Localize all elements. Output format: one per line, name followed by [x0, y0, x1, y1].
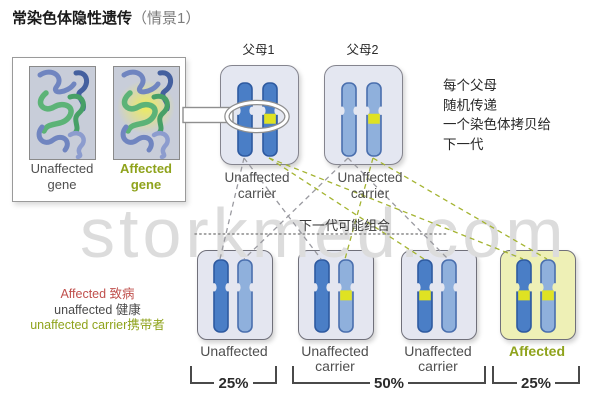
bracket-line [494, 382, 517, 384]
note-line-3: 一个染色体拷贝给 [443, 117, 551, 132]
bracket-line [294, 382, 370, 384]
child1-status-label: Unaffected [186, 344, 282, 359]
legend: Affected 致病 unaffected 健康 unaffected car… [10, 287, 185, 334]
percentage-25-left: 25% [218, 375, 249, 392]
percentage-25-right: 25% [520, 375, 552, 392]
parent1-chromosomes [235, 82, 280, 157]
affected-gene-label: Affected gene [119, 161, 172, 192]
bracket-25-left: 25% [190, 366, 277, 392]
parent1-status-line1: Unaffected [224, 170, 290, 185]
child2-chromosome-box [298, 250, 374, 340]
next-generation-label: 下一代可能组合 [299, 218, 391, 233]
child4-status-line1: Affected [508, 343, 565, 359]
bracket-line [555, 382, 578, 384]
unaffected-gene-image [29, 66, 96, 160]
unaffected-gene-label: Unaffected gene [30, 161, 94, 192]
child4-chromosomes [514, 259, 558, 333]
bracket-line [252, 382, 275, 384]
parent2-chromosomes [339, 82, 384, 157]
bracket-line [408, 382, 484, 384]
parent1-status-line2: carrier [237, 186, 277, 201]
legend-unaffected: unaffected 健康 [54, 302, 141, 317]
title-main: 常染色体隐性遗传 [12, 10, 133, 27]
note-line-2: 随机传递 [443, 97, 497, 113]
percentage-50: 50% [373, 375, 405, 392]
child1-status-line1: Unaffected [200, 343, 268, 359]
bracket-line [192, 382, 215, 384]
note-line-4: 下一代 [443, 136, 484, 152]
bracket-50: 50% [292, 366, 486, 392]
legend-affected: Affected 致病 [60, 287, 135, 301]
parent1-chromosome-box [220, 65, 299, 165]
child3-chromosome-box [401, 250, 477, 340]
parent1-status-label: Unaffected carrier [215, 170, 299, 202]
child4-chromosome-box [500, 250, 576, 340]
child3-status-line2: carrier [418, 358, 458, 374]
child2-chromosomes [312, 259, 356, 333]
child2-status-label: Unaffected carrier [287, 344, 383, 374]
parent2-status-line2: carrier [350, 186, 390, 201]
child4-status-label: Affected [489, 344, 585, 359]
child3-status-line1: Unaffected [404, 343, 472, 359]
bracket-25-right: 25% [492, 366, 580, 392]
child3-status-label: Unaffected carrier [390, 344, 486, 374]
parent2-status-line1: Unaffected [337, 170, 403, 185]
child1-chromosomes [211, 259, 255, 333]
child2-status-line2: carrier [315, 358, 355, 374]
parent2-status-label: Unaffected carrier [328, 170, 412, 202]
page-title: 常染色体隐性遗传（情景1） [12, 7, 200, 28]
transmission-note: 每个父母 随机传递 一个染色体拷贝给 下一代 [443, 76, 551, 154]
gene-inset-box: Unaffected gene Affected gene [12, 57, 186, 202]
child3-chromosomes [415, 259, 459, 333]
child2-status-line1: Unaffected [301, 343, 369, 359]
note-line-1: 每个父母 [443, 78, 497, 93]
parent1-name: 父母1 [242, 43, 275, 57]
affected-gene-image [113, 66, 180, 160]
title-scenario: （情景1） [132, 10, 201, 27]
parent2-chromosome-box [324, 65, 403, 165]
parent2-name: 父母2 [346, 43, 379, 57]
legend-carrier: unaffected carrier携带者 [30, 318, 165, 332]
